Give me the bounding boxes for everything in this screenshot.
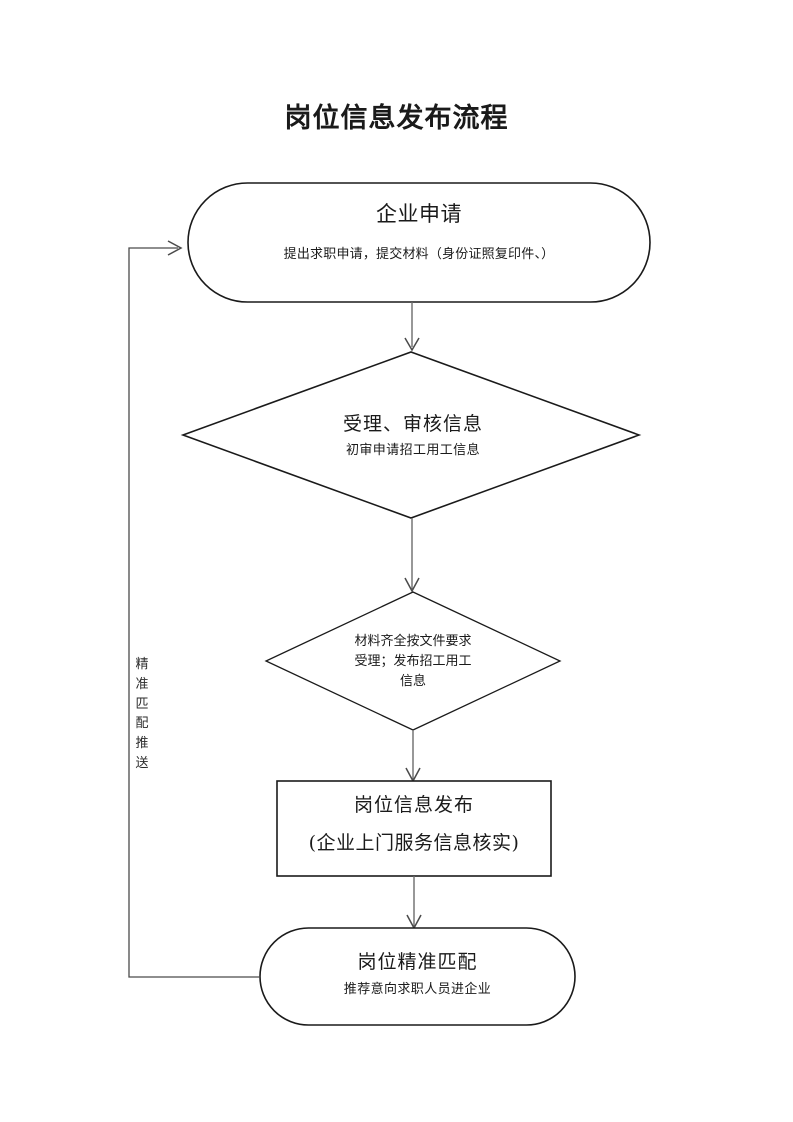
node-review-shape[interactable] <box>180 351 642 519</box>
page-title: 岗位信息发布流程 <box>284 103 509 134</box>
edge-match-to-start-feedback-loop <box>128 240 260 978</box>
node-start-shape[interactable] <box>187 182 651 303</box>
node-publish-shape[interactable] <box>276 780 552 877</box>
node-condition-shape[interactable] <box>264 591 562 731</box>
edge-condition-to-publish <box>405 730 421 783</box>
edge-start-to-review <box>404 302 420 352</box>
edge-publish-to-match <box>406 876 422 930</box>
node-match-shape[interactable] <box>259 927 576 1026</box>
edge-review-to-condition <box>404 518 420 593</box>
